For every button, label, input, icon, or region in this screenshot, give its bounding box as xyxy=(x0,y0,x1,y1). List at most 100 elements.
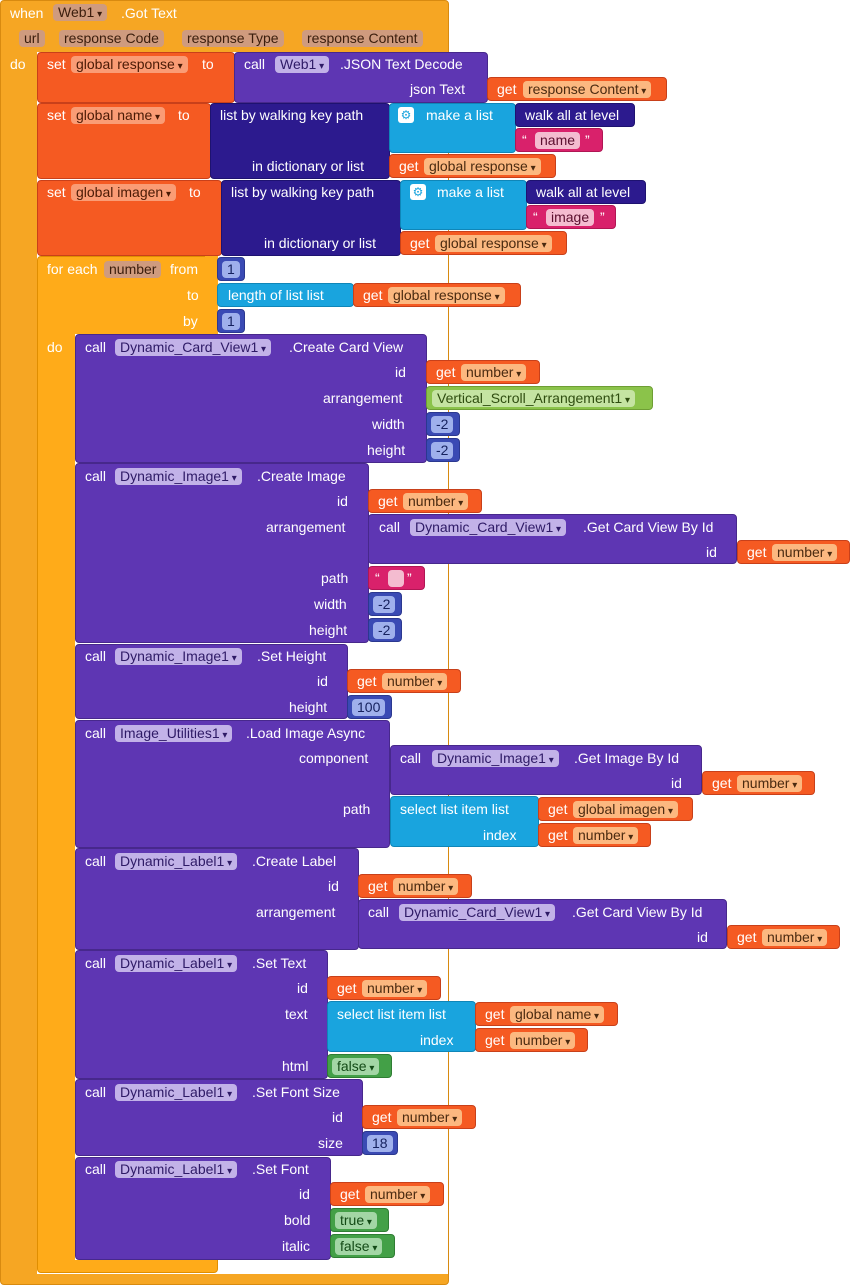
id-label: id xyxy=(697,929,708,945)
call-keyword: call xyxy=(400,750,422,766)
image-utilities-component-dropdown[interactable]: Image_Utilities1 xyxy=(115,725,233,742)
to-keyword: to xyxy=(202,56,214,72)
create-image-block[interactable] xyxy=(75,463,369,643)
var-dropdown-number[interactable]: number xyxy=(573,827,639,844)
path-label: path xyxy=(343,801,371,817)
get-keyword: get xyxy=(436,364,456,380)
height-value[interactable]: -2 xyxy=(431,442,454,459)
for-each-keyword: for each xyxy=(47,261,98,277)
width-value[interactable]: -2 xyxy=(373,596,396,613)
var-dropdown-number[interactable]: number xyxy=(403,493,469,510)
width-value[interactable]: -2 xyxy=(431,416,454,433)
walk-key-path-block-2[interactable] xyxy=(221,180,401,256)
set-height-method: .Set Height xyxy=(257,648,327,664)
arrangement-component-dropdown[interactable]: Vertical_Scroll_Arrangement1 xyxy=(432,390,636,407)
arrangement-label: arrangement xyxy=(256,904,336,920)
set-keyword: set xyxy=(47,56,66,72)
image-component-dropdown[interactable]: Dynamic_Image1 xyxy=(115,468,242,485)
quote-open: “ xyxy=(375,570,380,586)
label-component-dropdown[interactable]: Dynamic_Label1 xyxy=(115,853,238,870)
create-card-method: .Create Card View xyxy=(289,339,404,355)
id-label: id xyxy=(332,1109,343,1125)
length-of-list-block[interactable] xyxy=(217,283,354,307)
var-dropdown-number[interactable]: number xyxy=(365,1186,431,1203)
arrangement-label: arrangement xyxy=(323,390,403,406)
create-label-method: .Create Label xyxy=(252,853,337,869)
italic-false-value[interactable]: false xyxy=(335,1238,383,1255)
var-dropdown-number[interactable]: number xyxy=(510,1032,576,1049)
var-dropdown-global-response[interactable]: global response xyxy=(435,235,552,252)
walk-all-block[interactable] xyxy=(515,103,635,127)
from-value[interactable]: 1 xyxy=(222,261,240,278)
text-empty-value[interactable] xyxy=(388,570,404,587)
to-keyword: to xyxy=(189,184,201,200)
card-view-component-dropdown[interactable]: Dynamic_Card_View1 xyxy=(115,339,272,356)
html-label: html xyxy=(282,1058,309,1074)
var-dropdown-global-response[interactable]: global response xyxy=(388,287,505,304)
label-component-dropdown[interactable]: Dynamic_Label1 xyxy=(115,955,238,972)
label-component-dropdown[interactable]: Dynamic_Label1 xyxy=(115,1084,238,1101)
web-component-dropdown[interactable]: Web1 xyxy=(53,4,108,21)
card-view-component-dropdown[interactable]: Dynamic_Card_View1 xyxy=(410,519,567,536)
width-label: width xyxy=(372,416,405,432)
var-dropdown-global-imagen[interactable]: global imagen xyxy=(71,184,176,201)
from-keyword: from xyxy=(170,261,198,277)
get-keyword: get xyxy=(357,673,377,689)
make-list-block-2[interactable] xyxy=(400,180,527,230)
var-dropdown-response-content[interactable]: response Content xyxy=(523,81,652,98)
set-keyword: set xyxy=(47,184,66,200)
param-response-type[interactable]: response Type xyxy=(182,30,284,47)
card-view-component-dropdown[interactable]: Dynamic_Card_View1 xyxy=(399,904,556,921)
italic-label: italic xyxy=(282,1238,311,1254)
get-keyword: get xyxy=(485,1006,505,1022)
var-dropdown-number[interactable]: number xyxy=(461,364,527,381)
var-dropdown-global-response[interactable]: global response xyxy=(71,56,188,73)
web-component-dropdown-2[interactable]: Web1 xyxy=(275,56,330,73)
walk-key-path-block[interactable] xyxy=(210,103,390,179)
var-dropdown-number[interactable]: number xyxy=(737,775,803,792)
var-dropdown-number[interactable]: number xyxy=(362,980,428,997)
text-label: text xyxy=(285,1006,308,1022)
var-dropdown-number[interactable]: number xyxy=(397,1109,463,1126)
do-keyword: do xyxy=(10,56,26,72)
var-dropdown-number[interactable]: number xyxy=(772,544,838,561)
walk-all-block-2[interactable] xyxy=(526,180,646,204)
get-card-method: .Get Card View By Id xyxy=(583,519,714,535)
var-dropdown-global-imagen[interactable]: global imagen xyxy=(573,801,678,818)
gear-icon[interactable]: ⚙ xyxy=(410,184,426,200)
image-component-dropdown[interactable]: Dynamic_Image1 xyxy=(115,648,242,665)
text-name-value[interactable]: name xyxy=(535,132,581,149)
var-dropdown-number[interactable]: number xyxy=(393,878,459,895)
get-keyword: get xyxy=(368,878,388,894)
select-list-item-block-2[interactable] xyxy=(327,1001,476,1052)
walk-key-path-label: list by walking key path xyxy=(220,107,364,123)
var-dropdown-global-name[interactable]: global name xyxy=(510,1006,605,1023)
index-label: index xyxy=(483,827,517,843)
get-keyword: get xyxy=(340,1186,360,1202)
var-dropdown-number[interactable]: number xyxy=(762,929,828,946)
font-size-value[interactable]: 18 xyxy=(367,1135,393,1152)
image-component-dropdown[interactable]: Dynamic_Image1 xyxy=(432,750,559,767)
id-label: id xyxy=(337,493,348,509)
param-response-code[interactable]: response Code xyxy=(59,30,164,47)
label-component-dropdown[interactable]: Dynamic_Label1 xyxy=(115,1161,238,1178)
param-response-content[interactable]: response Content xyxy=(302,30,423,47)
quote-close: ” xyxy=(407,570,412,586)
bold-true-value[interactable]: true xyxy=(335,1212,377,1229)
height-value[interactable]: -2 xyxy=(373,622,396,639)
by-value[interactable]: 1 xyxy=(222,313,240,330)
text-image-value[interactable]: image xyxy=(546,209,595,226)
param-url[interactable]: url xyxy=(19,30,45,47)
var-dropdown-global-name[interactable]: global name xyxy=(71,107,166,124)
var-dropdown-number[interactable]: number xyxy=(382,673,448,690)
loop-var-number[interactable]: number xyxy=(104,261,162,278)
id-label: id xyxy=(395,364,406,380)
event-name: .Got Text xyxy=(121,5,177,21)
var-dropdown-global-response[interactable]: global response xyxy=(424,158,541,175)
height-100-value[interactable]: 100 xyxy=(352,699,386,716)
select-list-item-block[interactable] xyxy=(390,796,539,847)
get-image-method: .Get Image By Id xyxy=(574,750,680,766)
quote-open: “ xyxy=(533,209,538,225)
gear-icon[interactable]: ⚙ xyxy=(398,107,414,123)
html-false-value[interactable]: false xyxy=(332,1058,380,1075)
